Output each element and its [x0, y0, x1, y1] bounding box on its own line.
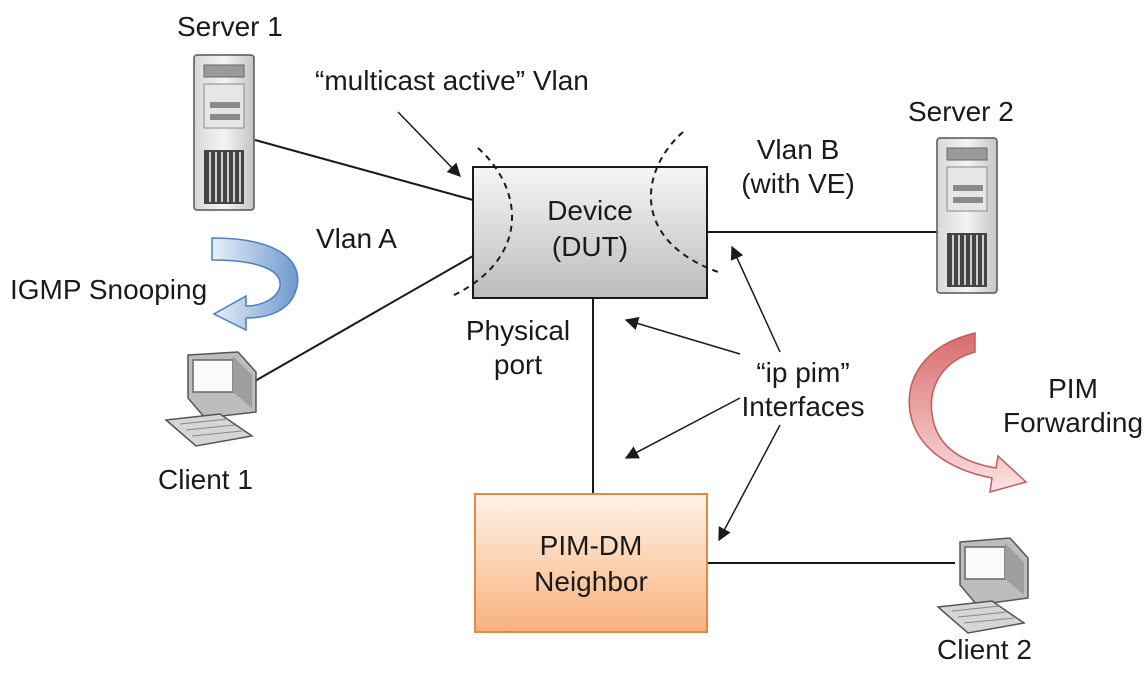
device-label-line2: (DUT) [551, 231, 629, 262]
arrow-multicast-vlan [397, 111, 461, 177]
server-2-label: Server 2 [908, 96, 1014, 127]
ip-pim-line2: Interfaces [741, 391, 865, 422]
physical-port-line1: Physical [465, 315, 571, 346]
device-dut[interactable] [449, 131, 719, 299]
annotation-arrows [397, 111, 781, 542]
vlan-boundary-left [449, 147, 513, 298]
physical-port-line2: port [493, 349, 543, 380]
client-2-label: Client 2 [937, 634, 1032, 665]
vlan-b-line1: Vlan B [756, 134, 840, 165]
pim-neighbor-line1: PIM-DM [539, 530, 643, 561]
igmp-snooping-arrow [211, 237, 299, 332]
client-2-icon [936, 537, 1029, 634]
pim-forwarding-line2: Forwarding [1002, 407, 1144, 438]
pim-forwarding-line1: PIM [1048, 373, 1098, 404]
pim-neighbor-line2: Neighbor [534, 566, 648, 597]
pim-forwarding-arrow [908, 332, 1028, 494]
connection-lines [254, 139, 955, 564]
igmp-snooping-label: IGMP Snooping [10, 274, 208, 305]
device-label-line1: Device [547, 195, 633, 226]
client-1-icon [164, 351, 257, 447]
client-1-label: Client 1 [158, 464, 253, 495]
ip-pim-interfaces-label: “ip pim” Interfaces [728, 356, 878, 424]
arrow-ip-pim-to-device [730, 245, 781, 353]
pim-neighbor-box[interactable] [474, 493, 708, 633]
link-server1-device [254, 139, 474, 201]
arrow-ip-pim-to-physical [624, 317, 741, 355]
vlan-a-label: Vlan A [316, 223, 397, 254]
vlan-b-label: Vlan B (with VE) [728, 133, 868, 201]
physical-port-label: Physical port [448, 314, 588, 382]
link-client1-device [254, 255, 474, 382]
device-label: Device (DUT) [473, 193, 707, 265]
server-2-icon [936, 137, 998, 294]
arrow-ip-pim-to-neighbor [718, 424, 781, 542]
device-box [472, 166, 708, 299]
arrow-ip-pim-to-vlan [624, 397, 741, 459]
pim-neighbor-label: PIM-DM Neighbor [475, 528, 707, 600]
vlan-boundary-right [649, 131, 719, 273]
ip-pim-line1: “ip pim” [756, 357, 850, 388]
multicast-vlan-label: “multicast active” Vlan [315, 65, 589, 96]
server-1-label: Server 1 [177, 11, 283, 42]
vlan-b-line2: (with VE) [741, 168, 855, 199]
server-1-icon [193, 54, 255, 211]
pim-forwarding-label: PIM Forwarding [1000, 372, 1146, 440]
